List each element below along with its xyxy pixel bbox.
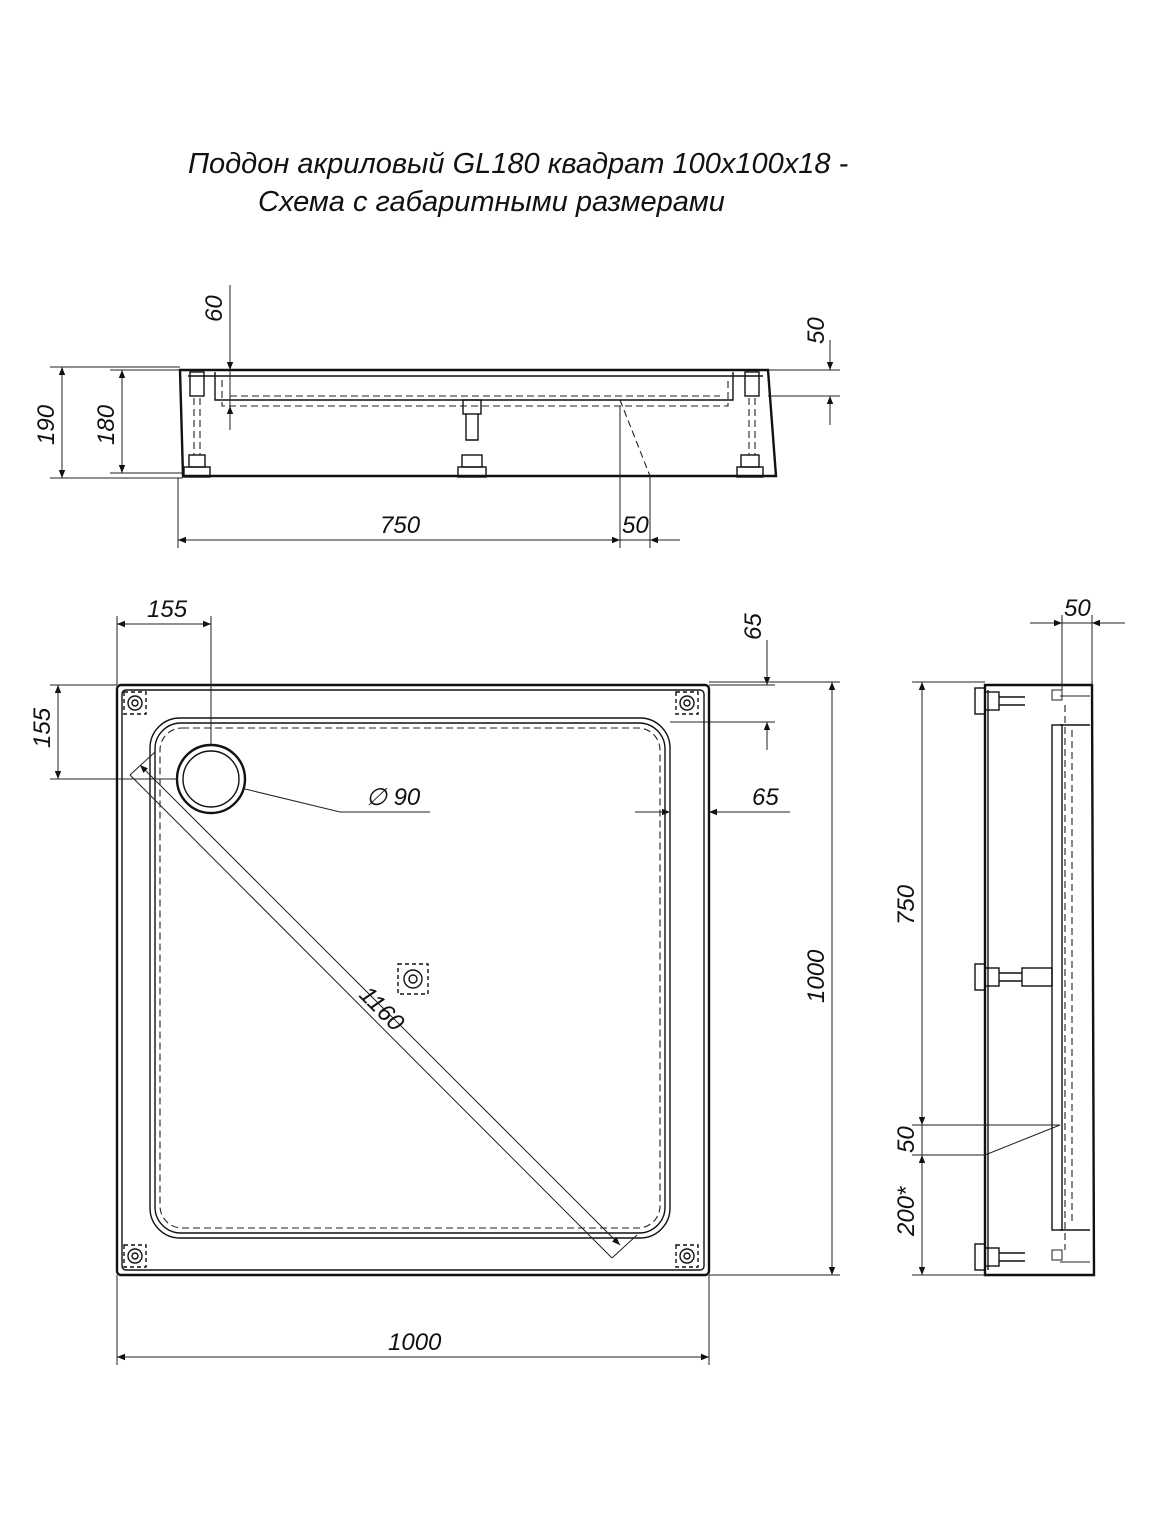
dim-50-top-label: 50 <box>803 317 830 344</box>
dim-60-label: 60 <box>201 295 228 322</box>
drain-diameter-label: ∅ 90 <box>366 784 421 811</box>
side-dim-200-label: 200* <box>893 1186 920 1237</box>
dim-750-label: 750 <box>380 512 421 539</box>
dim-65-horizontal-label: 65 <box>752 784 779 811</box>
dim-155-left-label: 155 <box>29 707 56 748</box>
side-dim-750-label: 750 <box>893 884 920 925</box>
side-dim-50-label: 50 <box>893 1126 920 1153</box>
diagonal-1160-label: 1160 <box>354 981 410 1037</box>
front-view-dimensions: 60 50 190 180 750 50 <box>33 285 840 548</box>
dim-65-vertical-label: 65 <box>740 613 767 640</box>
height-1000-label: 1000 <box>803 949 830 1003</box>
dim-50-bottom-label: 50 <box>622 512 649 539</box>
dim-155-top-label: 155 <box>147 596 188 623</box>
plan-view <box>115 683 711 1277</box>
dim-180-label: 180 <box>93 404 120 445</box>
dim-190-label: 190 <box>33 404 60 445</box>
side-dim-50-top-label: 50 <box>1064 595 1091 622</box>
width-1000-label: 1000 <box>388 1329 442 1356</box>
side-view-dimensions: 50 750 50 200* <box>893 595 1125 1276</box>
front-view <box>178 368 778 478</box>
drawing-title-line1: Поддон акриловый GL180 квадрат 100x100x1… <box>188 148 849 180</box>
drawing-title-line2: Схема с габаритными размерами <box>258 186 725 218</box>
side-view <box>974 683 1096 1277</box>
